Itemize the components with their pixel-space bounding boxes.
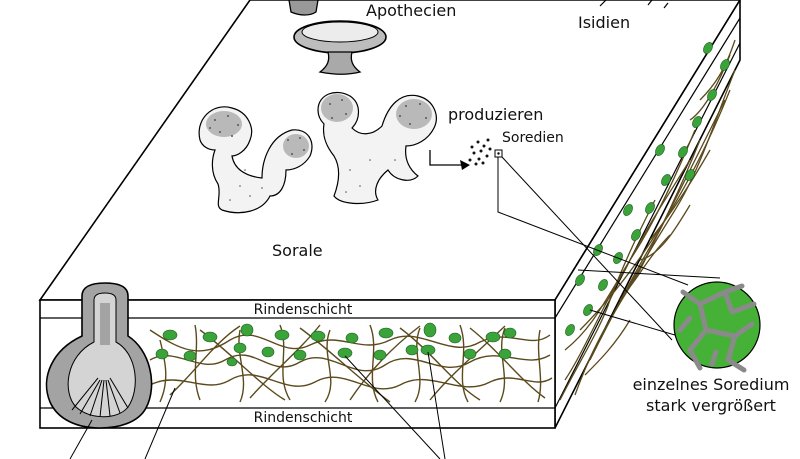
label-sorale: Sorale: [272, 241, 323, 260]
label-rindenschicht-bottom: Rindenschicht: [254, 410, 353, 426]
soredien-dots: [468, 138, 492, 166]
label-soredium-line1: einzelnes Soredium: [633, 375, 790, 394]
soredium-enlarged: [673, 281, 761, 373]
label-produzieren: produzieren: [448, 105, 543, 124]
label-rindenschicht-top: Rindenschicht: [254, 302, 353, 318]
side-cortex-line-top: [554, 17, 741, 319]
label-soredien: Soredien: [502, 130, 564, 146]
label-isidien: Isidien: [578, 13, 630, 32]
leader-lines-bottom: [69, 351, 446, 459]
side-medulla: [559, 39, 736, 401]
front-algae-cells: [155, 322, 517, 367]
produce-arrow: [429, 150, 470, 170]
isidium-icon: [599, 0, 669, 9]
side-cortex-line-bottom: [554, 42, 741, 409]
sorale-illustration: [198, 91, 437, 214]
label-soredium-line2: stark vergrößert: [646, 396, 776, 415]
magnification-lines: [497, 156, 721, 341]
apothecium-icon: [288, 0, 387, 75]
fruiting-body-section: [45, 282, 153, 429]
label-apothecien: Apothecien: [366, 1, 456, 20]
